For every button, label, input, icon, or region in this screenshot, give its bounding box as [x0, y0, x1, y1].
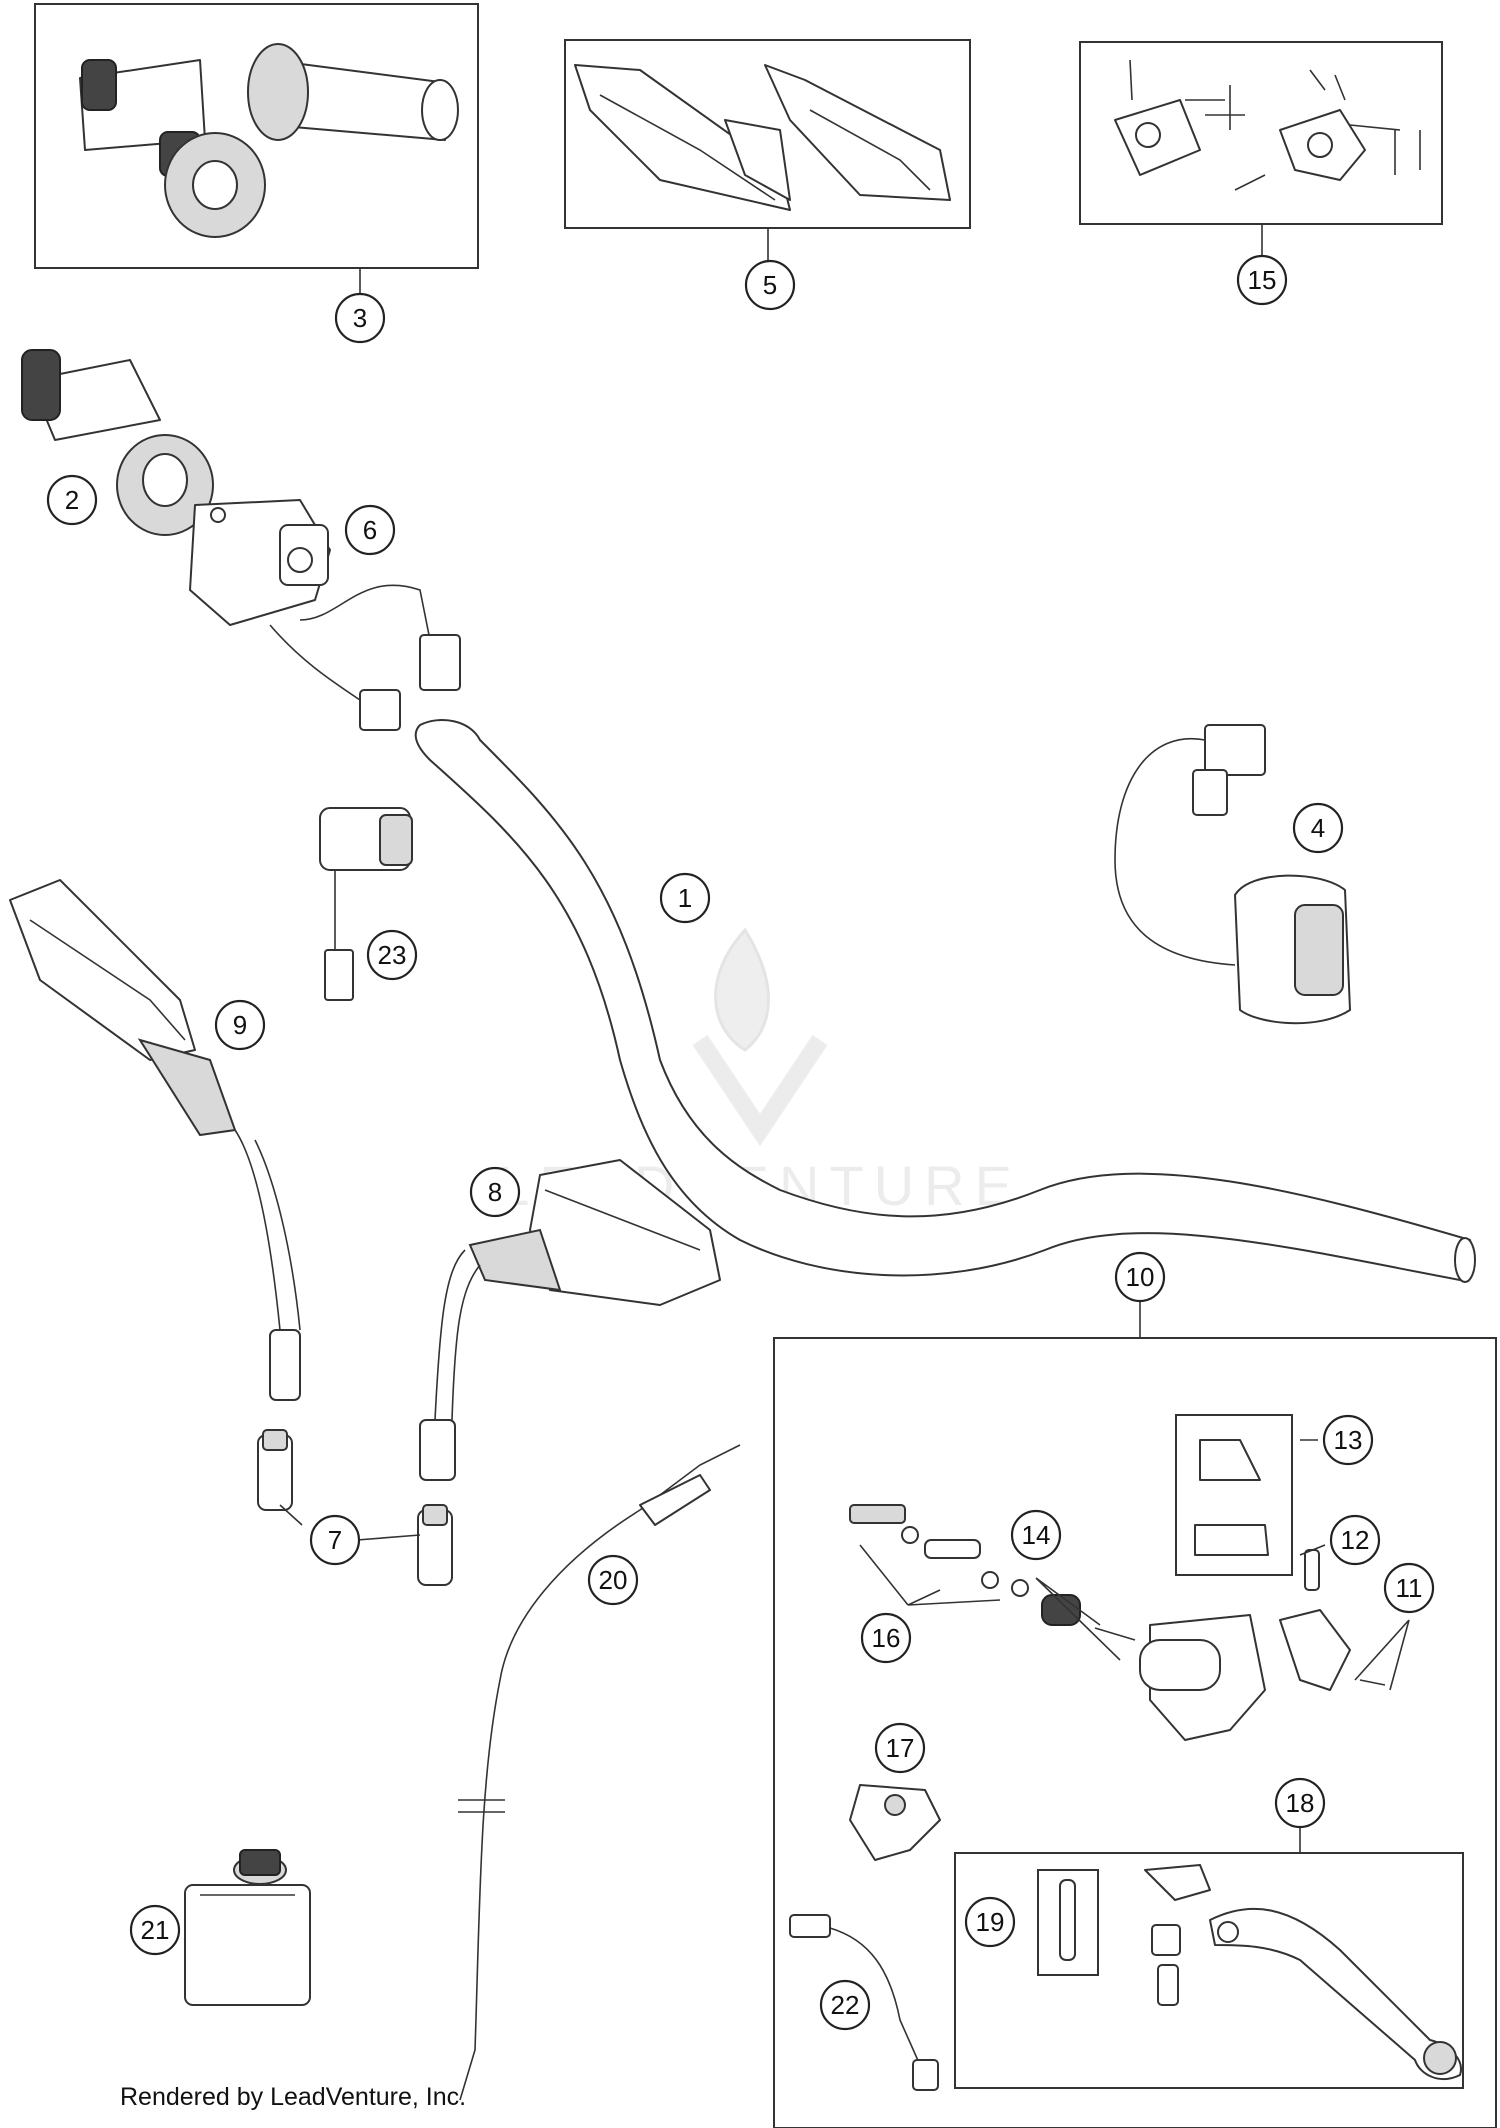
svg-text:19: 19	[976, 1907, 1005, 1937]
svg-text:17: 17	[886, 1733, 915, 1763]
callout-15: 15	[1236, 254, 1288, 306]
callout-1: 1	[659, 872, 711, 924]
svg-text:11: 11	[1396, 1573, 1423, 1603]
svg-text:6: 6	[363, 515, 377, 545]
part-handlebar	[414, 719, 1476, 1283]
callout-4: 4	[1292, 802, 1344, 854]
callout-10: 10	[1114, 1251, 1166, 1303]
svg-text:7: 7	[328, 1525, 342, 1555]
callout-6: 6	[344, 504, 396, 556]
part-mirror-adapters	[257, 1429, 453, 1586]
callout-9: 9	[214, 999, 266, 1051]
svg-text:22: 22	[831, 1990, 860, 2020]
callout-11: 11	[1383, 1562, 1435, 1614]
svg-text:8: 8	[488, 1177, 502, 1207]
part-right-mirror	[419, 1159, 721, 1481]
callout-16: 16	[860, 1612, 912, 1664]
part-oil-bottle	[184, 1849, 311, 2006]
box-clamps	[1079, 41, 1443, 225]
svg-text:10: 10	[1126, 1262, 1155, 1292]
callout-3: 3	[334, 292, 386, 344]
callout-13: 13	[1322, 1414, 1374, 1466]
svg-text:9: 9	[233, 1010, 247, 1040]
svg-text:18: 18	[1286, 1788, 1315, 1818]
box-grips	[34, 3, 479, 269]
callout-23: 23	[366, 929, 418, 981]
credit-text: Rendered by LeadVenture, Inc.	[120, 2083, 467, 2111]
svg-text:16: 16	[872, 1623, 901, 1653]
callout-17: 17	[874, 1722, 926, 1774]
svg-text:3: 3	[353, 303, 367, 333]
part-clutch-cable	[458, 1444, 741, 2101]
callout-7: 7	[309, 1514, 361, 1566]
callout-5: 5	[744, 259, 796, 311]
svg-text:20: 20	[599, 1565, 628, 1595]
svg-text:5: 5	[763, 270, 777, 300]
svg-text:21: 21	[141, 1915, 170, 1945]
part-lever-bracket	[849, 1784, 941, 1861]
part-lever-switch	[789, 1914, 939, 2091]
part-clutch-lever	[1059, 1864, 1462, 2080]
part-handguards	[574, 64, 951, 211]
callout-8: 8	[469, 1166, 521, 1218]
leader-lines	[279, 224, 1410, 1853]
part-small-switch	[319, 807, 413, 1001]
svg-text:14: 14	[1022, 1520, 1051, 1550]
part-master-cylinder	[849, 1439, 1386, 1741]
svg-text:12: 12	[1341, 1525, 1370, 1555]
part-left-switch	[189, 499, 461, 731]
svg-text:23: 23	[378, 940, 407, 970]
part-clamp-hardware	[1114, 59, 1421, 191]
callout-12: 12	[1329, 1514, 1381, 1566]
box-pin	[1037, 1869, 1099, 1976]
box-master-cylinder	[773, 1337, 1497, 2128]
svg-text:1: 1	[678, 883, 692, 913]
part-right-switch	[1114, 724, 1351, 1025]
part-left-mirror	[9, 879, 301, 1401]
part-left-grip	[21, 349, 214, 536]
callout-22: 22	[819, 1979, 871, 2031]
svg-text:15: 15	[1248, 265, 1277, 295]
box-lever-assembly	[954, 1852, 1464, 2089]
callout-14: 14	[1010, 1509, 1062, 1561]
part-grips-set	[79, 43, 459, 238]
box-reservoir-cover	[1175, 1414, 1293, 1576]
callout-18: 18	[1274, 1777, 1326, 1829]
callout-19: 19	[964, 1896, 1016, 1948]
callout-20: 20	[587, 1554, 639, 1606]
callout-21: 21	[129, 1904, 181, 1956]
svg-text:2: 2	[65, 485, 79, 515]
svg-text:4: 4	[1311, 813, 1325, 843]
svg-text:13: 13	[1334, 1425, 1363, 1455]
callout-2: 2	[46, 474, 98, 526]
